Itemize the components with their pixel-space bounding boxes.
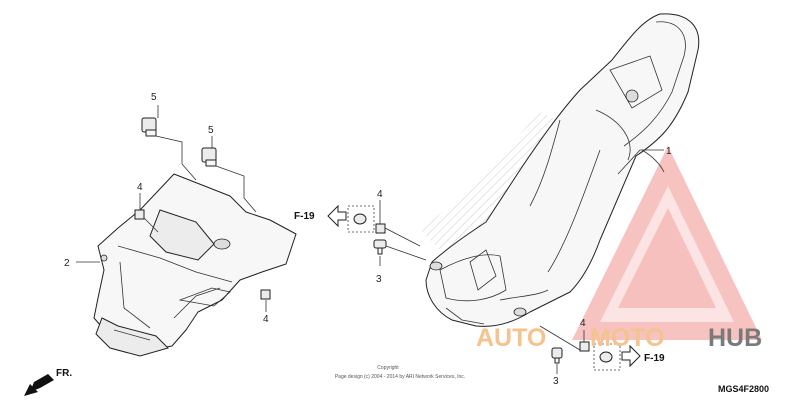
callout-4-lower: 4: [263, 314, 269, 325]
leader-lines: [76, 105, 664, 374]
copyright-title: Copyright: [377, 365, 399, 371]
nut-4-center: [375, 223, 386, 234]
diagram-code: MGS4F2800: [718, 384, 769, 394]
callout-5-upper: 5: [151, 92, 157, 103]
reference-f19-right: F-19: [644, 353, 665, 364]
nut-4-left: [134, 209, 145, 220]
clip-5-upper: [141, 117, 157, 137]
reference-box-right: [593, 343, 621, 371]
grommet-left: [353, 213, 367, 225]
callout-1: 1: [666, 146, 672, 157]
reference-f19-left: F-19: [294, 211, 315, 222]
bolt-3-center: [373, 239, 387, 255]
nut-4-right: [579, 341, 590, 352]
front-direction-arrow-icon: [24, 374, 54, 396]
arrow-left-icon: [327, 204, 347, 228]
callout-4-right: 4: [580, 318, 586, 329]
watermark-auto: AUTO: [476, 324, 546, 352]
nut-4-lower: [260, 289, 271, 300]
watermark-text: AUTO MOTO HUB: [476, 324, 762, 352]
callout-5-lower: 5: [208, 125, 214, 136]
callout-3-center: 3: [376, 274, 382, 285]
part-2-undertray: [93, 173, 297, 357]
watermark-hub: HUB: [708, 324, 762, 352]
watermark-logo-icon: [572, 146, 762, 340]
reference-box-left: [347, 205, 375, 233]
watermark-moto: MOTO: [590, 324, 665, 352]
part-1-inner-fender: [420, 13, 700, 327]
callout-4-center: 4: [377, 189, 383, 200]
callout-4-left: 4: [137, 182, 143, 193]
arrow-right-icon: [621, 344, 641, 368]
copyright-notice: Page design (c) 2004 - 2014 by ARI Netwo…: [335, 374, 465, 380]
callout-3-right: 3: [553, 376, 559, 387]
clip-5-lower: [201, 147, 217, 167]
bolt-3-right: [551, 347, 563, 364]
front-label: FR.: [56, 368, 72, 379]
callout-2: 2: [64, 258, 70, 269]
grommet-right: [599, 351, 613, 363]
